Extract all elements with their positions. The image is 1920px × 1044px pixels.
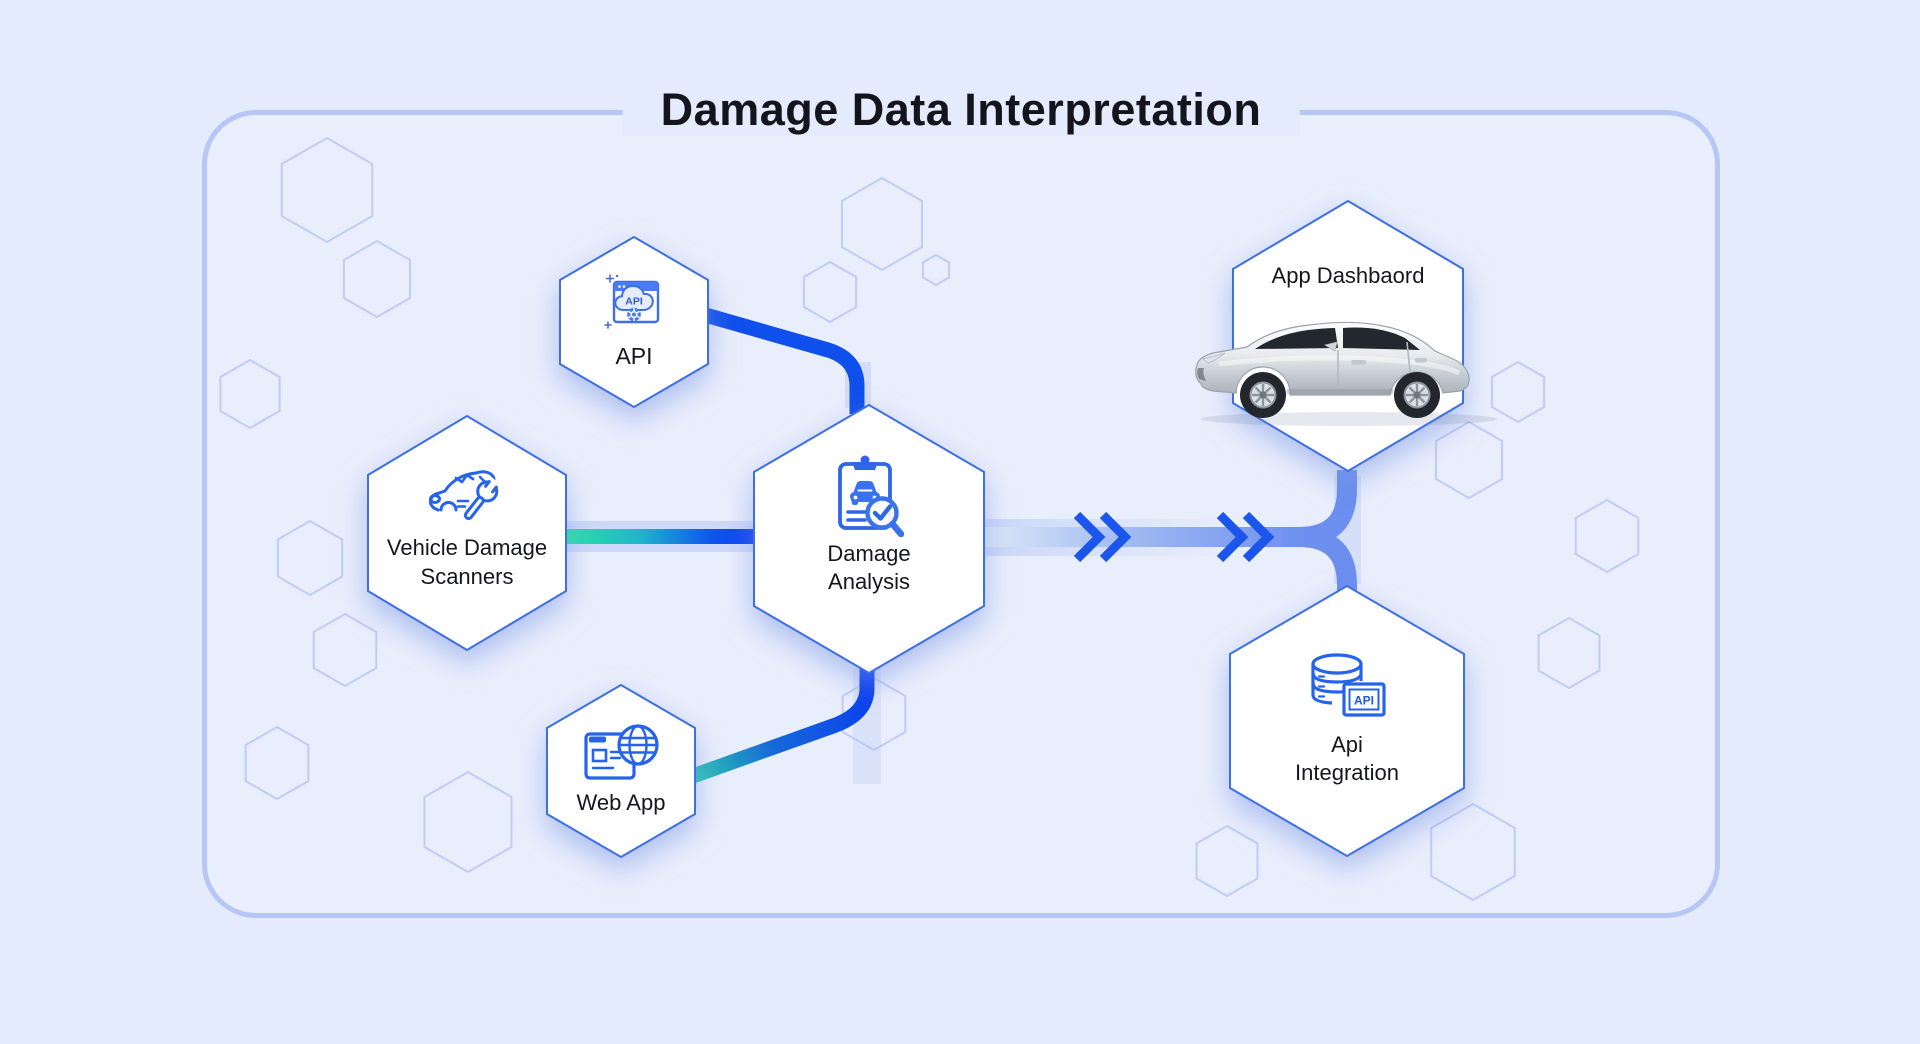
- hexagon-shape: [753, 404, 985, 674]
- node-label-app-dashboard: App Dashbaord: [1271, 263, 1425, 288]
- connector-analysis-to-integration: [1240, 527, 1357, 592]
- decorative-hexagon: [244, 725, 310, 801]
- decorative-hexagon: [312, 612, 378, 688]
- node-label-api: API: [615, 343, 653, 369]
- decorative-hexagon: [276, 519, 344, 597]
- decorative-hexagon: [840, 176, 924, 272]
- connector-scanners-to-analysis: [556, 529, 765, 544]
- node-label-web-app: Web App: [576, 790, 666, 815]
- api-chip-text: API: [1354, 694, 1374, 708]
- decorative-hexagon: [921, 253, 951, 287]
- node-app-dashboard: App Dashbaord: [1195, 200, 1497, 472]
- node-api: API API: [558, 236, 710, 408]
- node-web-app: Web App: [545, 684, 697, 858]
- decorative-hexagon: [1434, 420, 1504, 500]
- node-vehicle-damage-scanners: Vehicle Damage Scanners: [366, 415, 568, 651]
- api-icon-text: API: [625, 296, 643, 308]
- decorative-hexagon: [1430, 802, 1516, 902]
- api-browser-cloud-icon: API: [604, 274, 660, 329]
- chevron-arrows-icon: [1073, 511, 1275, 563]
- node-api-integration: API Api Integration: [1228, 585, 1466, 857]
- hexagon-shape: [367, 415, 567, 651]
- decorative-hexagon: [802, 260, 858, 324]
- decorative-hexagon: [1537, 616, 1601, 690]
- page-title: Damage Data Interpretation: [622, 84, 1300, 136]
- decorative-hexagons: [219, 136, 1640, 902]
- car-wheel-rear: [1394, 372, 1440, 418]
- browser-globe-icon: [584, 724, 659, 780]
- car-wrench-icon: [428, 470, 500, 521]
- connector-api-to-analysis: [699, 306, 865, 414]
- clipboard-car-magnifier-icon: [838, 455, 904, 538]
- silver-car-photo: [1195, 321, 1497, 426]
- decorative-hexagon: [342, 239, 412, 319]
- node-label-damage-analysis: Damage Analysis: [827, 541, 911, 594]
- decorative-hexagon: [219, 358, 281, 430]
- hexagon-shape: [1229, 585, 1465, 857]
- node-label-api-integration: Api Integration: [1295, 732, 1399, 785]
- node-damage-analysis: Damage Analysis: [752, 404, 986, 674]
- decorative-hexagon: [1490, 360, 1546, 424]
- decorative-hexagon: [1195, 824, 1259, 898]
- connector-webapp-to-analysis: [687, 664, 875, 785]
- database-api-icon: API: [1311, 653, 1386, 717]
- node-label-vehicle-damage-scanners: Vehicle Damage Scanners: [386, 535, 548, 589]
- decorative-hexagon: [423, 770, 513, 874]
- decorative-hexagon: [1574, 498, 1640, 574]
- decorative-hexagon: [841, 676, 907, 752]
- decorative-hexagon: [280, 136, 374, 244]
- car-wheel-front: [1240, 372, 1286, 418]
